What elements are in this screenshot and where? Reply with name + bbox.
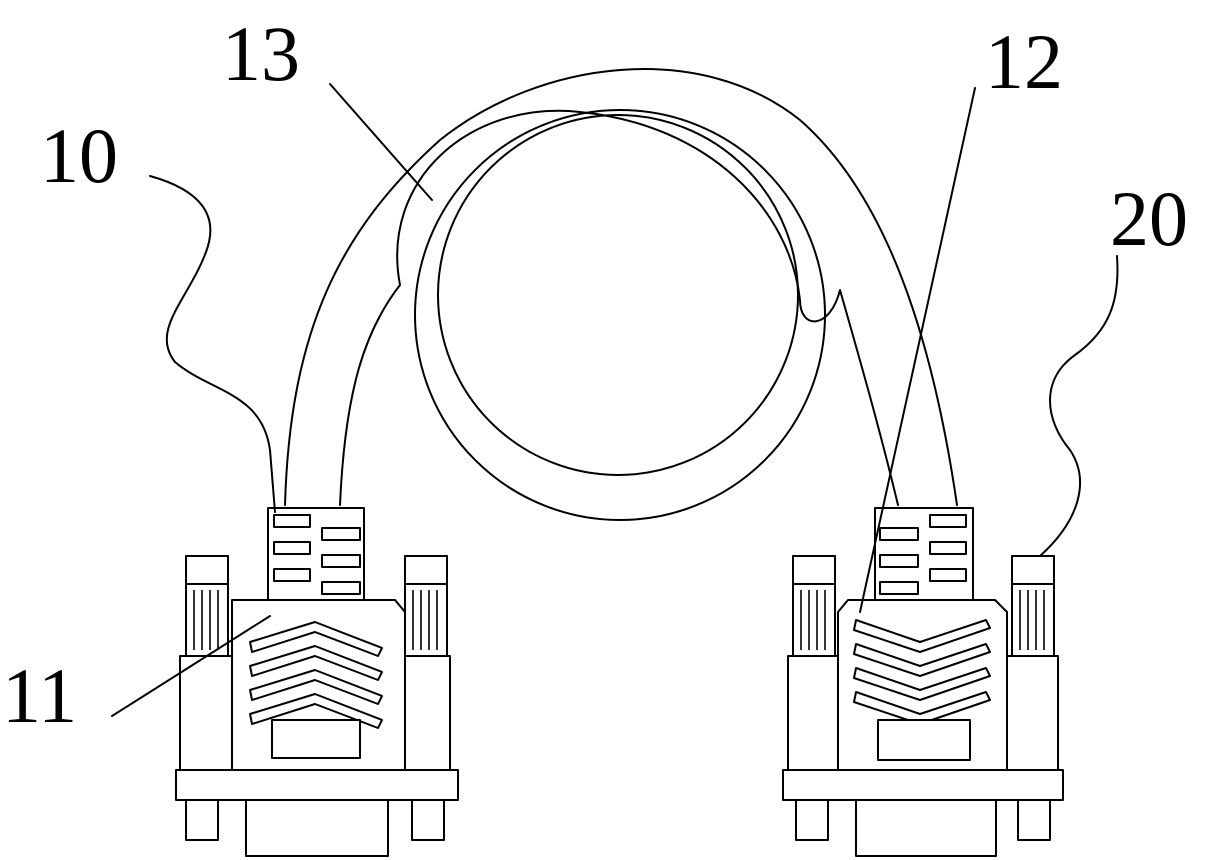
label-11: 11	[2, 652, 77, 739]
left-connector-screw-left	[185, 555, 229, 657]
leader-line-12	[859, 87, 976, 613]
leader-line-11	[111, 615, 271, 717]
right-connector-grip-chevrons	[853, 619, 991, 725]
label-10: 10	[40, 112, 118, 199]
left-connector	[175, 507, 459, 857]
leader-line-13	[329, 83, 433, 201]
left-connector-flange	[175, 769, 459, 801]
leader-line-20	[1039, 255, 1119, 557]
label-13: 13	[222, 10, 300, 97]
right-connector-label-window	[877, 719, 971, 761]
right-connector-boot	[874, 507, 974, 604]
right-connector-screw-right	[1011, 555, 1055, 657]
right-connector-screw-left	[792, 555, 836, 657]
leader-lines	[111, 83, 1119, 717]
cable	[284, 68, 958, 521]
left-connector-screw-right	[404, 555, 448, 657]
reference-numerals: 10 11 12 13 20	[2, 10, 1188, 739]
label-12: 12	[985, 18, 1063, 105]
right-connector-flange	[782, 769, 1064, 801]
left-connector-dsub-plug	[245, 799, 389, 857]
right-connector	[782, 507, 1064, 857]
leader-line-10	[149, 175, 276, 513]
label-20: 20	[1110, 175, 1188, 262]
right-connector-dsub-plug	[855, 799, 997, 857]
left-connector-label-window	[271, 719, 361, 759]
left-connector-boot	[267, 507, 365, 604]
left-connector-grip-chevrons	[249, 621, 383, 729]
